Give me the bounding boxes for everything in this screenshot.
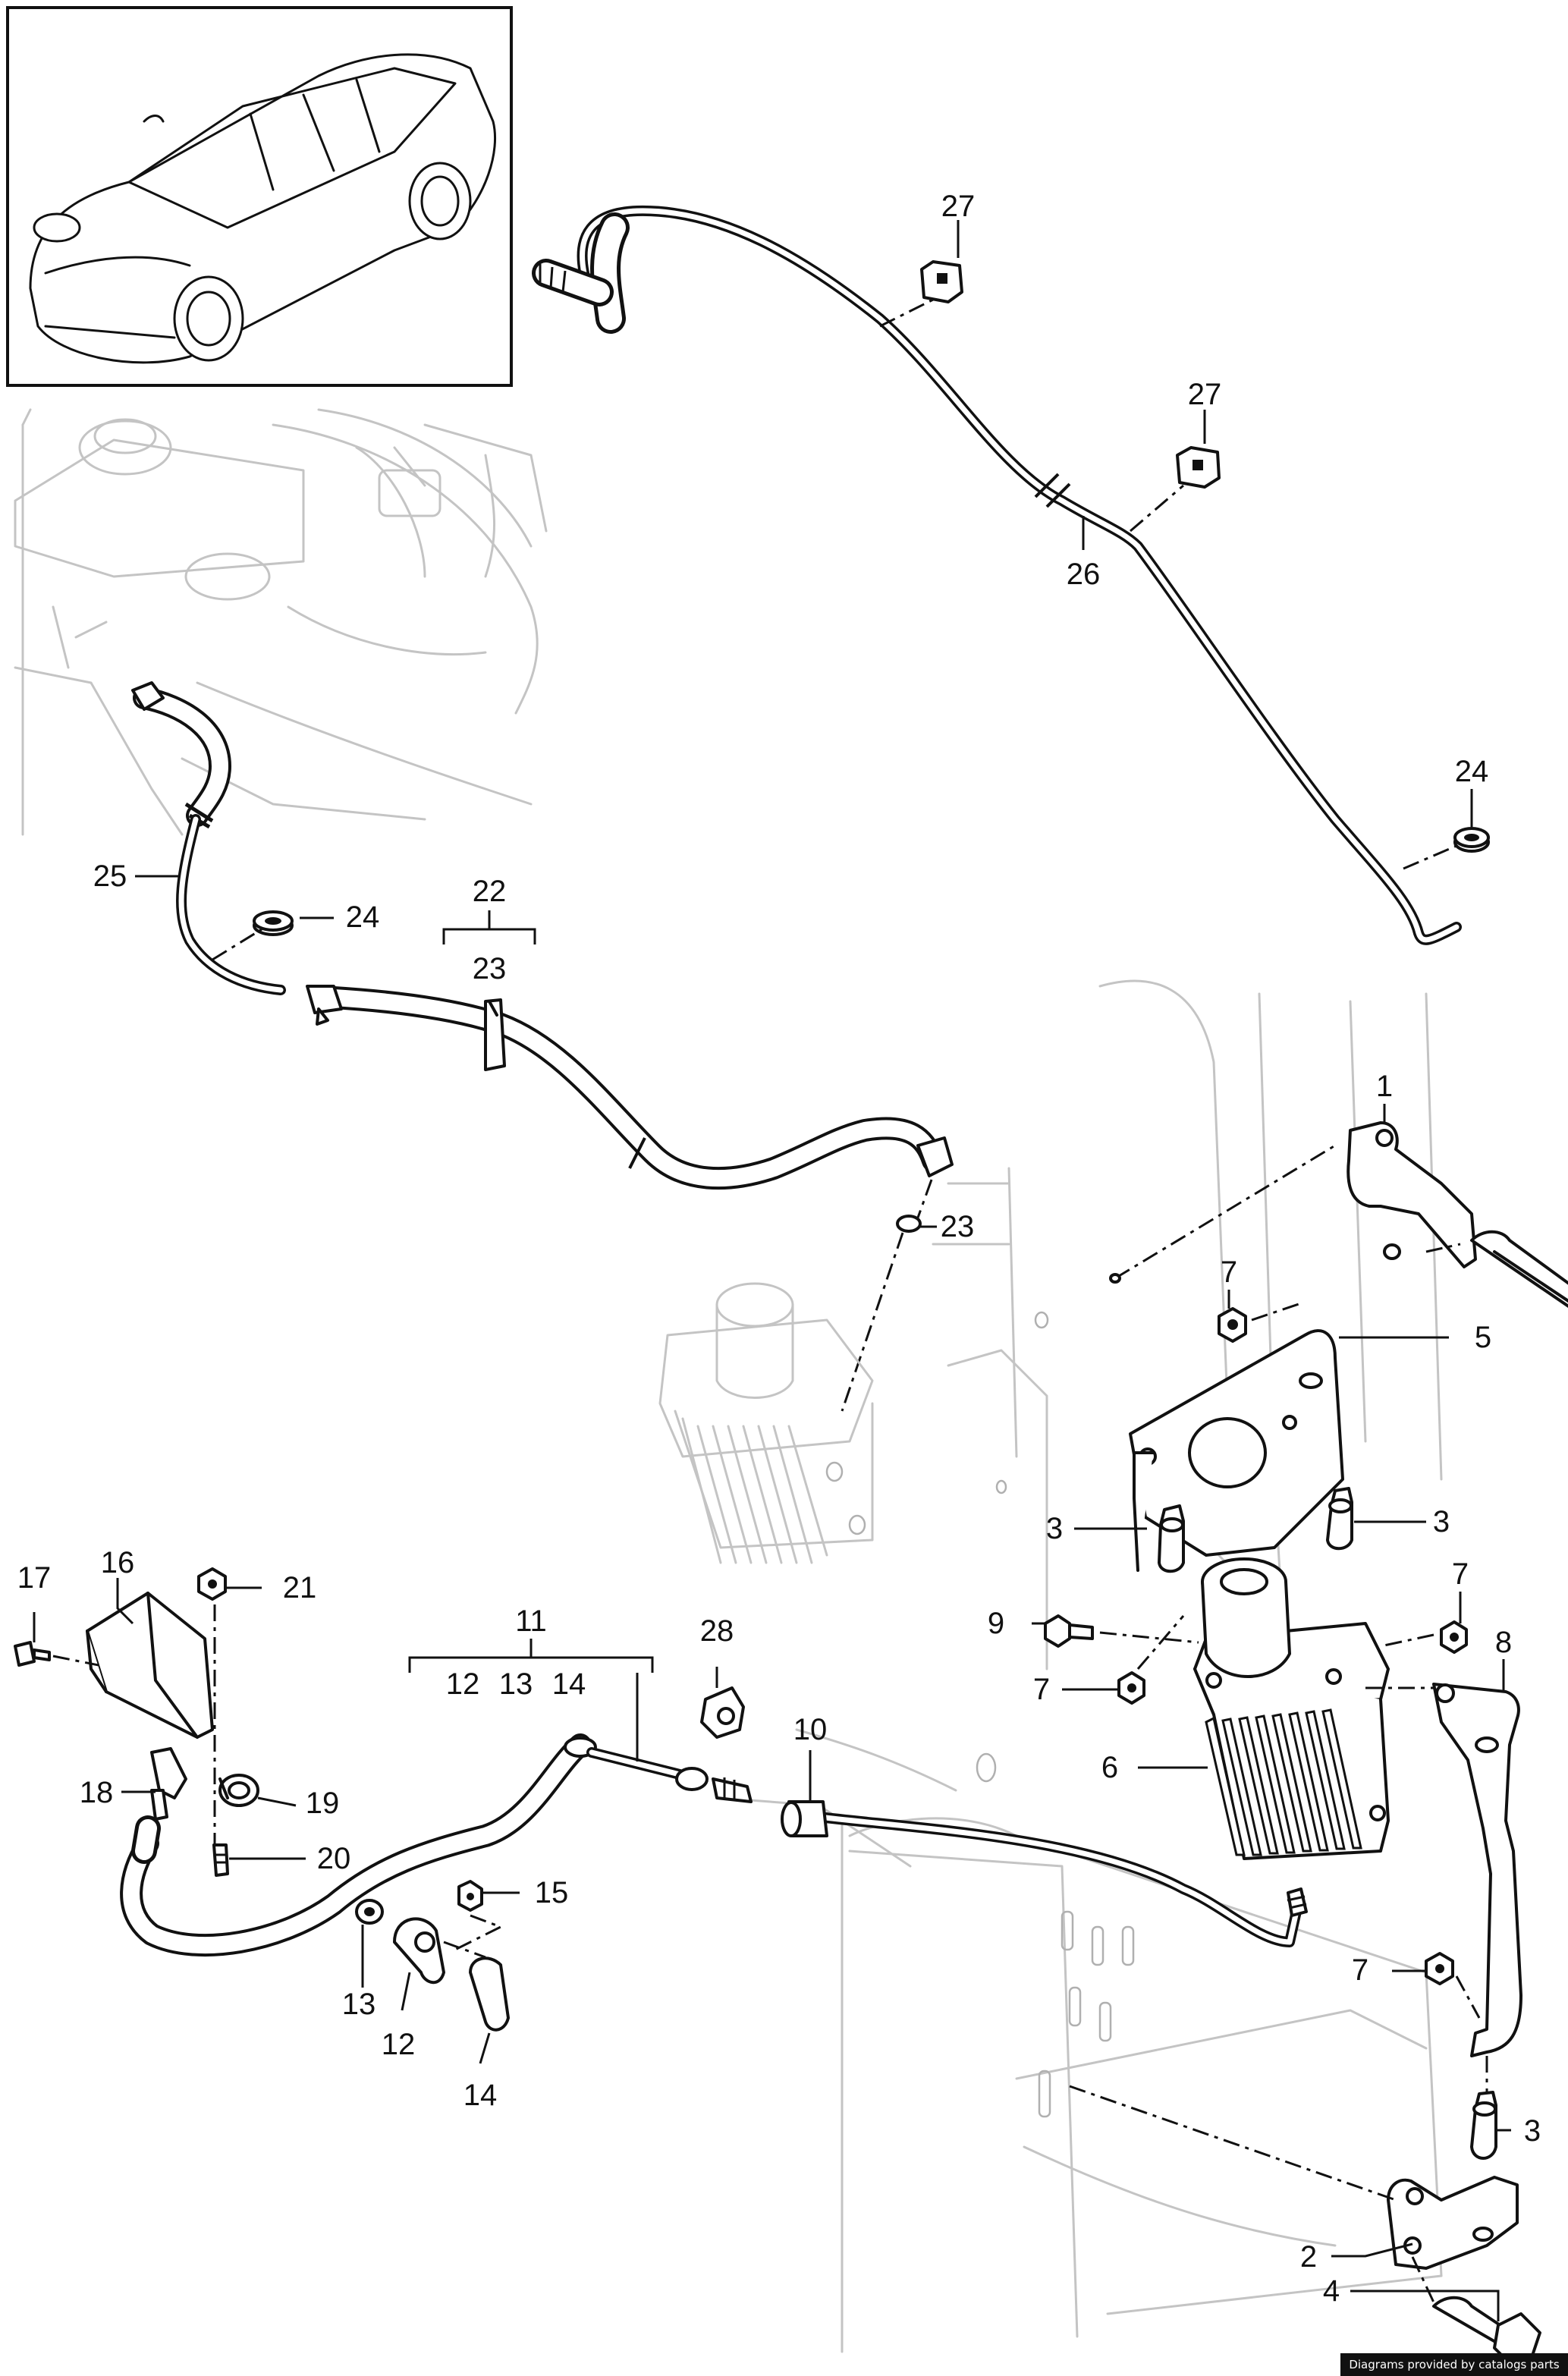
callout-3-left: 3 [1046, 1512, 1063, 1545]
callout-13: 13 [342, 1988, 376, 2021]
callout-11-sub-13: 13 [499, 1667, 533, 1701]
callout-8: 8 [1495, 1626, 1512, 1659]
callout-10: 10 [793, 1713, 828, 1746]
nut-7-left [1117, 1615, 1185, 1705]
callout-27-lower: 27 [1188, 378, 1222, 411]
callout-7-left: 7 [1033, 1673, 1050, 1706]
callout-19: 19 [306, 1787, 340, 1820]
mount-3-left [1158, 1504, 1185, 1573]
line-25 [131, 681, 286, 995]
callout-15: 15 [535, 1876, 569, 1909]
bolt-9 [1044, 1614, 1199, 1648]
callout-26: 26 [1067, 558, 1101, 591]
callout-3-lower: 3 [1524, 2114, 1541, 2148]
callout-23-bracket: 23 [473, 952, 507, 985]
callout-24-lower: 24 [346, 900, 380, 934]
control-unit-6 [1193, 1557, 1390, 1860]
fitting-18 [150, 1747, 187, 1821]
mount-3-right [1326, 1487, 1353, 1551]
callout-28: 28 [700, 1614, 734, 1648]
nut-7-lower [1425, 1952, 1481, 2019]
callout-24-upper: 24 [1455, 755, 1489, 788]
hose-10 [781, 1800, 1308, 1947]
stud-20 [212, 1843, 229, 1877]
hose-11 [120, 1733, 753, 1957]
vehicle-inset [6, 6, 513, 387]
callout-1: 1 [1376, 1070, 1393, 1103]
grommet-24-upper [1403, 827, 1490, 870]
nut-7-right [1380, 1620, 1468, 1654]
leader-lines [33, 220, 1511, 2321]
background-control-unit-upper [658, 1282, 874, 1564]
callout-7-upper: 7 [1221, 1256, 1237, 1289]
callout-11-sub-14: 14 [552, 1667, 586, 1701]
screw-17 [14, 1641, 99, 1667]
clip-19 [218, 1774, 259, 1807]
mount-3-lower [1470, 2056, 1497, 2160]
callout-23: 23 [941, 1210, 975, 1243]
callout-21: 21 [283, 1571, 317, 1604]
callout-27-upper: 27 [941, 190, 976, 223]
callout-11-sub-12: 12 [446, 1667, 480, 1701]
callout-22: 22 [473, 875, 507, 908]
nut-15 [454, 1880, 504, 1951]
callout-6: 6 [1101, 1751, 1118, 1784]
callout-5: 5 [1475, 1321, 1491, 1354]
callout-4-lower: 4 [1323, 2274, 1340, 2308]
grommet-24-lower [212, 910, 294, 961]
callout-25: 25 [93, 860, 127, 893]
bracket-2 [1069, 2085, 1519, 2303]
callout-2: 2 [1300, 2240, 1317, 2274]
credit-label: Diagrams provided by catalogs parts [1340, 2353, 1568, 2376]
line-26 [532, 205, 1462, 945]
nut-7-upper [1218, 1302, 1302, 1343]
bracket-5 [1129, 1329, 1344, 1572]
clip-28 [700, 1686, 745, 1739]
washer-23 [841, 1179, 933, 1412]
callout-7-lower: 7 [1352, 1953, 1368, 1987]
clip-27-lower [1130, 446, 1221, 533]
cover-16 [86, 1592, 214, 1739]
bracket-8 [1365, 1683, 1522, 2057]
bracket-1 [1109, 1121, 1477, 1284]
hose-22 [306, 985, 954, 1190]
callout-11: 11 [515, 1604, 547, 1638]
callout-20: 20 [317, 1842, 351, 1875]
clip-14 [469, 1956, 510, 2032]
callout-17: 17 [17, 1561, 52, 1595]
bolt-4-upper [1425, 1230, 1568, 1309]
clip-27-upper [879, 260, 963, 328]
callout-3-right: 3 [1433, 1505, 1450, 1538]
callout-labels: 27 27 26 24 25 24 22 23 23 1 4 7 5 3 3 7… [17, 190, 1541, 2308]
callout-12: 12 [382, 2028, 416, 2061]
callout-18: 18 [80, 1776, 114, 1809]
clip-12 [393, 1917, 486, 1985]
callout-9: 9 [988, 1607, 1004, 1640]
nut-21 [197, 1567, 227, 1843]
background-engine-bay-top [14, 408, 548, 836]
grommet-13 [355, 1899, 384, 1925]
callout-7-right: 7 [1452, 1557, 1469, 1591]
callout-16: 16 [101, 1546, 135, 1579]
callout-14: 14 [463, 2079, 498, 2112]
